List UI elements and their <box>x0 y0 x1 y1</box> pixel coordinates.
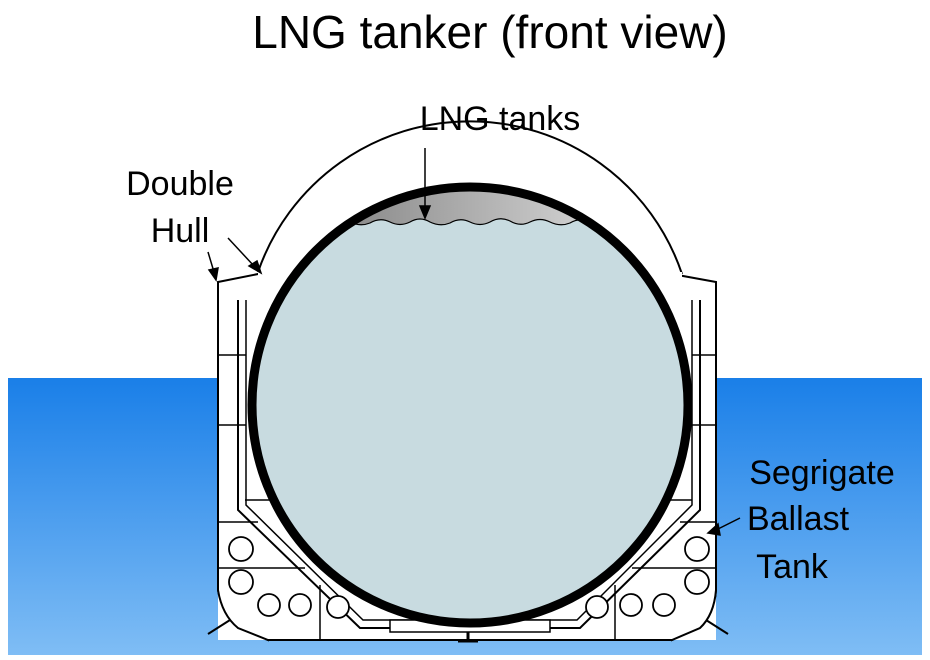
ballast-pipes-right <box>585 536 710 619</box>
label-double-hull-2: Hull <box>151 212 210 250</box>
bilge-keel-left <box>207 619 231 635</box>
label-lng-tanks: LNG tanks <box>420 100 581 138</box>
double-hull-arrow-inner <box>227 237 255 267</box>
bilge-keel-right <box>705 619 729 635</box>
lng-liquid <box>252 187 688 623</box>
diagram-title: LNG tanker (front view) <box>252 6 727 58</box>
ballast-tank-arrow <box>715 517 741 531</box>
tank-shell <box>247 182 693 628</box>
label-double-hull-1: Double <box>126 165 234 203</box>
ballast-pipes-left <box>228 536 350 619</box>
label-ballast-2: Ballast <box>747 500 850 538</box>
label-ballast-1: Segrigate <box>749 454 895 492</box>
label-ballast-3: Tank <box>756 548 829 586</box>
lng-spherical-tank <box>247 182 693 628</box>
